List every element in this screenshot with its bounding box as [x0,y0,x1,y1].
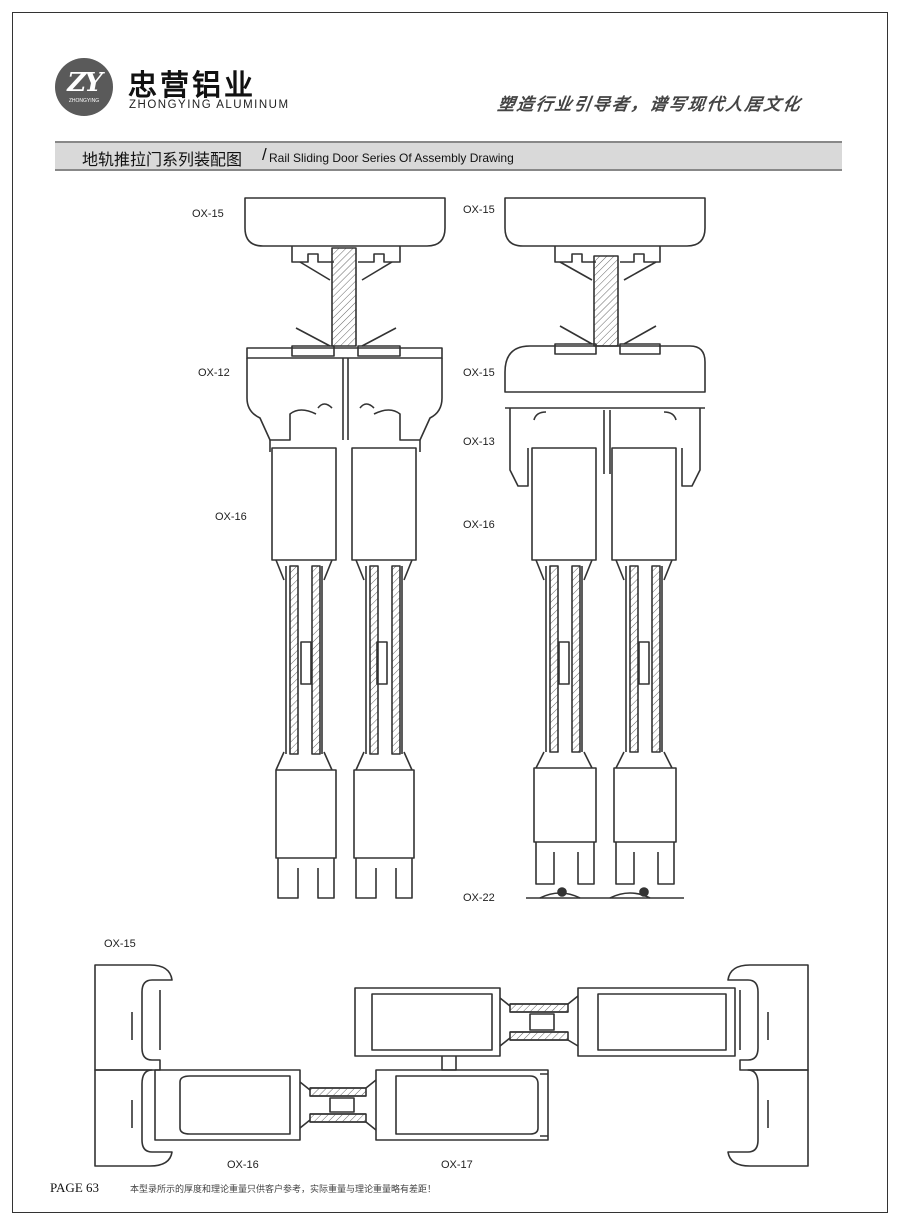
page-frame [12,12,888,1213]
plan-upper-sash-pair [354,987,736,1057]
right-glass-upper [593,255,619,347]
right-top-frame-ox15 [504,197,706,281]
right-bottom-rail-ox22 [526,887,684,899]
right-sash-ox16-a [531,447,597,885]
page-number: PAGE 63 [50,1180,100,1195]
page-title-cn: 地轨推拉门系列装配图 [82,150,243,169]
label-left-top: OX-15 [192,208,224,220]
plan-sash-ox16 [154,1069,367,1141]
right-mid-frame-ox15 [504,325,706,393]
logo-mark-sub: ZHONGYING [68,98,100,104]
left-glass-upper [331,247,357,347]
title-bar [55,141,842,171]
title-separator: / [262,145,267,164]
page-title-en: Rail Sliding Door Series Of Assembly Dra… [269,151,514,165]
label-right-sash: OX-16 [463,519,495,531]
label-right-ox13: OX-13 [463,436,495,448]
plan-right-frame-ox15 [727,964,809,1167]
left-top-frame-ox15 [244,197,446,281]
plan-center-interlock [441,1056,457,1071]
left-mid-frame-ox12 [246,327,443,452]
label-left-mid: OX-12 [198,367,230,379]
label-right-top: OX-15 [463,204,495,216]
left-sash-ox16-b [351,447,417,899]
left-sash-ox16-a [271,447,337,899]
label-plan-sash: OX-16 [227,1159,259,1171]
company-name-en: ZHONGYING ALUMINUM [129,99,290,111]
plan-left-frame-ox15 [94,964,173,1167]
plan-sash-ox17 [365,1069,549,1141]
label-right-mid: OX-15 [463,367,495,379]
label-plan-top: OX-15 [104,938,136,950]
label-right-bottom: OX-22 [463,892,495,904]
logo-mark: ZY [67,68,103,98]
label-plan-ox17: OX-17 [441,1159,473,1171]
right-track-ox13 [505,407,705,487]
footnote: 本型录所示的厚度和理论重量只供客户参考，实际重量与理论重量略有差距！ [130,1185,437,1195]
right-sash-ox16-b [611,447,677,885]
company-name-cn: 忠营铝业 [128,68,257,102]
label-left-sash: OX-16 [215,511,247,523]
company-logo: ZY ZHONGYING [55,58,113,116]
